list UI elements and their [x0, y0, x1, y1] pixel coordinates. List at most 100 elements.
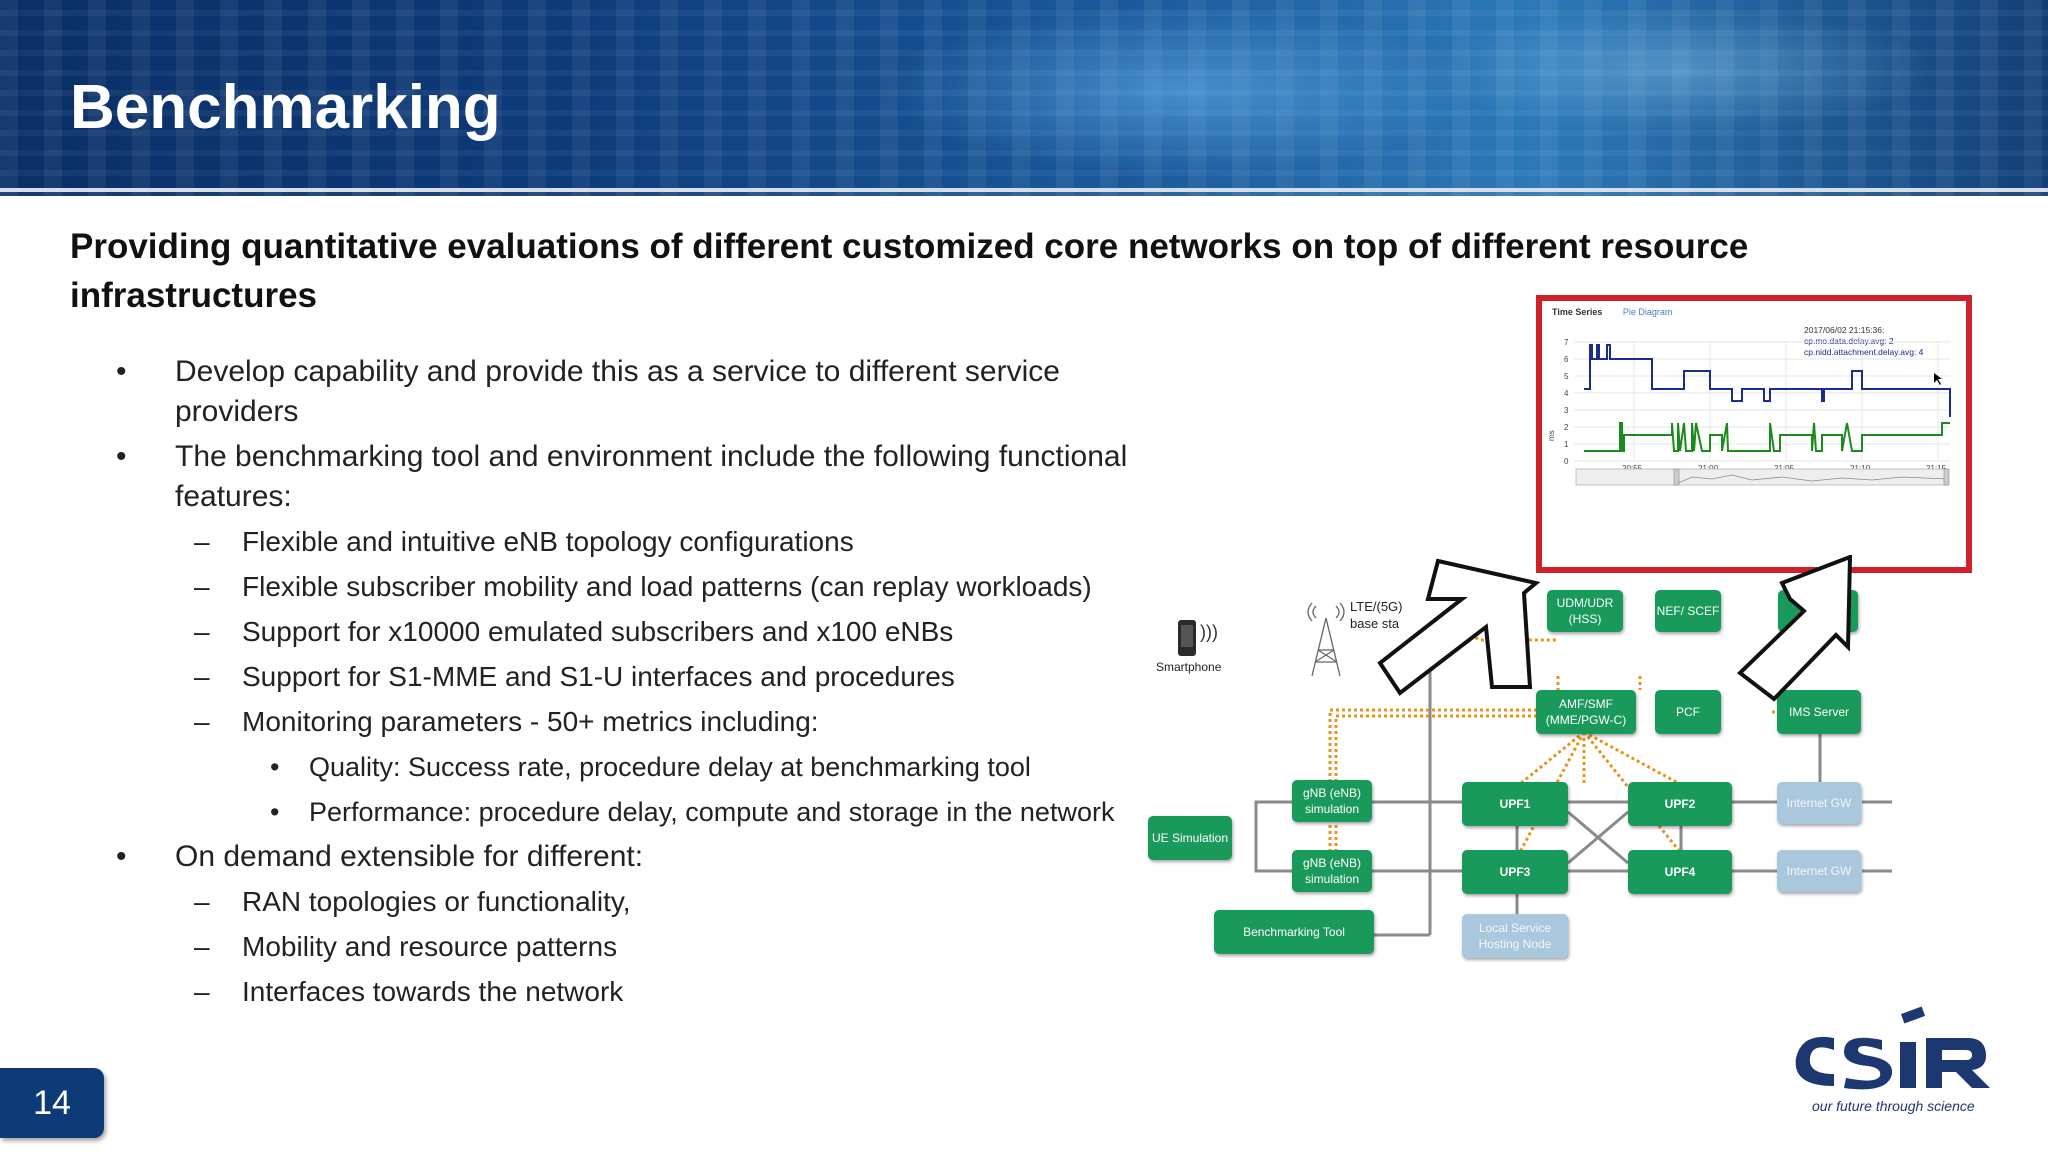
bullet-text: Flexible subscriber mobility and load pa…: [242, 571, 1092, 602]
x-tick-label: 21:10: [1850, 464, 1871, 473]
x-tick-label: 21:15: [1926, 464, 1947, 473]
bullet-text: RAN topologies or functionality,: [242, 886, 631, 917]
base-station-tower-icon: [1307, 602, 1345, 677]
y-tick-label: 5: [1564, 372, 1569, 381]
bullet-text: Monitoring parameters - 50+ metrics incl…: [242, 706, 819, 737]
bullet-marker: •: [270, 752, 280, 782]
tooltip-metric-2: cp.nidd.attachment.delay.avg: 4: [1804, 347, 1924, 357]
slide-title: Benchmarking: [70, 73, 501, 142]
bullet-item-level-2: – Interfaces towards the network: [110, 972, 1150, 1012]
gnb-simulation-node-1: gNB (eNB) simulation: [1292, 780, 1372, 822]
bullet-marker: –: [194, 526, 210, 557]
bullet-item-level-2: – Support for S1-MME and S1-U interfaces …: [110, 657, 1150, 697]
bullet-text: Develop capability and provide this as a…: [175, 355, 1060, 428]
x-tick-label: 20:55: [1622, 464, 1643, 473]
mouse-cursor-icon: [1934, 373, 1942, 385]
logo-tagline: our future through science: [1812, 1098, 1975, 1114]
base-station-label: LTE/(5G) base sta: [1350, 599, 1403, 631]
callout-arrows: [1377, 555, 1853, 702]
series-mo-data-delay: [1584, 422, 1950, 452]
x-tick-label: 21:00: [1698, 464, 1719, 473]
bullet-marker: –: [194, 616, 210, 647]
pcf-node: PCF: [1655, 690, 1721, 734]
y-tick-label: 7: [1564, 338, 1569, 347]
upf2-node: UPF2: [1628, 782, 1732, 826]
bullet-item-level-2: – RAN topologies or functionality,: [110, 882, 1150, 922]
upf1-node: UPF1: [1462, 782, 1568, 826]
ims-server-node: IMS Server: [1777, 690, 1861, 734]
bullet-marker: •: [116, 840, 127, 873]
bullet-marker: –: [194, 976, 210, 1007]
bullet-item-level-2: – Monitoring parameters - 50+ metrics inc…: [110, 702, 1150, 742]
gnb-simulation-node-2: gNB (eNB) simulation: [1292, 850, 1372, 892]
arrow-icon-left: [1377, 558, 1541, 696]
bullet-text: Support for S1-MME and S1-U interfaces a…: [242, 661, 955, 692]
diagram-links: [1254, 633, 1892, 937]
bullet-text: Flexible and intuitive eNB topology conf…: [242, 526, 854, 557]
bullet-list: • Develop capability and provide this as …: [110, 352, 1150, 1017]
bullet-text: Support for x10000 emulated subscribers …: [242, 616, 954, 647]
bullet-item-level-3: • Quality: Success rate, procedure delay …: [110, 747, 1150, 787]
tooltip-metric-1: cp.mo.data.delay.avg: 2: [1804, 336, 1894, 346]
bullet-text: Quality: Success rate, procedure delay a…: [309, 752, 1031, 782]
bullet-marker: •: [270, 797, 280, 827]
upf4-node: UPF4: [1628, 850, 1732, 894]
tooltip-timestamp: 2017/06/02 21:15:36:: [1804, 325, 1885, 335]
y-axis-unit: ms: [1547, 430, 1556, 441]
y-tick-label: 1: [1564, 440, 1569, 449]
bullet-item-level-2: – Flexible and intuitive eNB topology con…: [110, 522, 1150, 562]
banner-divider: [0, 188, 2048, 192]
bullet-item-level-2: – Support for x10000 emulated subscribers…: [110, 612, 1150, 652]
bullet-item-level-2: – Flexible subscriber mobility and load p…: [110, 567, 1150, 607]
x-tick-label: 21:05: [1774, 464, 1795, 473]
upf3-node: UPF3: [1462, 850, 1568, 894]
series-nidd-attachment-delay: [1584, 344, 1951, 417]
range-navigator-preview: [1677, 474, 1949, 484]
internet-gw-node-1: Internet GW: [1777, 782, 1861, 824]
ue-simulation-node: UE Simulation: [1148, 816, 1232, 860]
bullet-text: The benchmarking tool and environment in…: [175, 440, 1128, 513]
tab-time-series: Time Series: [1552, 307, 1603, 317]
bullet-text: Interfaces towards the network: [242, 976, 624, 1007]
bullet-marker: –: [194, 571, 210, 602]
y-tick-label: 3: [1564, 406, 1569, 415]
local-service-hosting-node: Local Service Hosting Node: [1462, 914, 1568, 958]
bullet-item-level-3: • Performance: procedure delay, compute a…: [110, 792, 1150, 832]
y-tick-label: 0: [1564, 457, 1569, 466]
y-tick-label: 2: [1564, 423, 1569, 432]
header-banner: [0, 0, 2048, 196]
bullet-item-level-1: • Develop capability and provide this as …: [110, 352, 1150, 432]
banner-background-pattern: [0, 0, 2048, 196]
bullet-marker: –: [194, 886, 210, 917]
bullet-marker: •: [116, 355, 127, 388]
tab-pie-diagram: Pie Diagram: [1622, 307, 1673, 317]
range-navigator[interactable]: [1575, 468, 1949, 486]
benchmarking-tool-node: Benchmarking Tool: [1214, 910, 1374, 954]
amf-smf-node: AMF/SMF (MME/PGW-C): [1536, 690, 1636, 734]
bullet-marker: –: [194, 706, 210, 737]
dashboard-tabs: Time Series Pie Diagram: [1552, 307, 1672, 317]
arrow-icon-right: [1736, 555, 1853, 702]
smartphone-label: Smartphone: [1156, 660, 1222, 674]
bullet-marker: –: [194, 661, 210, 692]
slide-subtitle: Providing quantitative evaluations of di…: [70, 227, 1749, 315]
slide-number: 14: [0, 1068, 104, 1138]
bullet-item-level-1: • The benchmarking tool and environment i…: [110, 437, 1150, 517]
bullet-text: On demand extensible for different:: [175, 840, 644, 873]
bullet-text: Performance: procedure delay, compute an…: [309, 797, 1115, 827]
udm-node: UDM/UDR (HSS): [1547, 590, 1623, 632]
dashboard-tooltip: 2017/06/02 21:15:36: cp.mo.data.delay.av…: [1804, 325, 1923, 358]
smartphone-icon: [1178, 620, 1196, 656]
csir-logo: [1795, 1006, 1990, 1090]
bullet-text: Mobility and resource patterns: [242, 931, 618, 962]
nef-node: NEF/ SCEF: [1655, 590, 1721, 632]
internet-gw-node-2: Internet GW: [1777, 850, 1861, 892]
range-handle-right[interactable]: [1943, 468, 1950, 486]
bullet-marker: •: [116, 440, 127, 473]
monitoring-dashboard-screenshot: Time Series Pie Diagram 2017/06/02 21:15…: [1536, 295, 1972, 573]
bullet-marker: –: [194, 931, 210, 962]
range-handle-left[interactable]: [1673, 468, 1680, 486]
signal-waves-icon: ))): [1200, 622, 1218, 642]
bullet-item-level-1: • On demand extensible for different:: [110, 837, 1150, 877]
